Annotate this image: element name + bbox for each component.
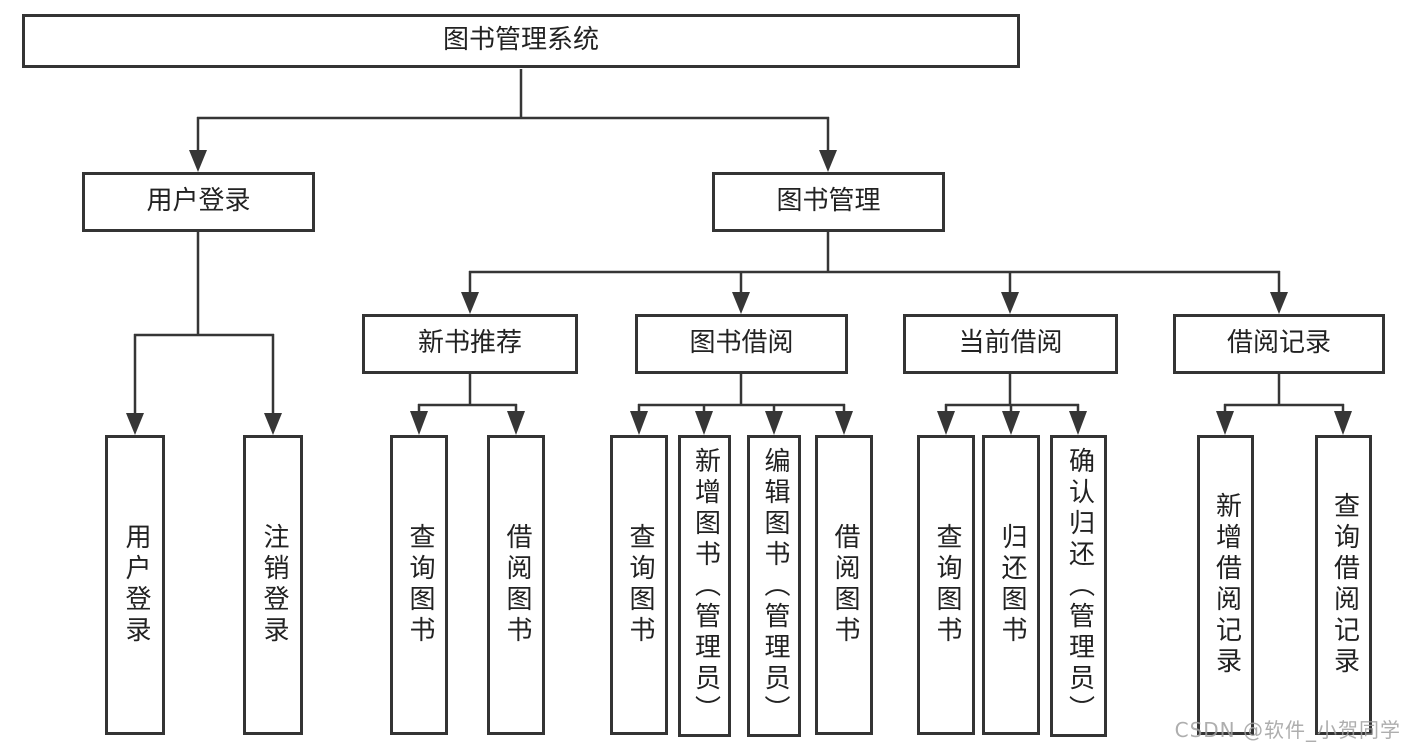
node-book-borrowing: 图书借阅 (635, 314, 848, 374)
leaf-borrow-books-1-label: 借阅图书 (501, 523, 532, 647)
leaf-borrow-books-2: 借阅图书 (815, 435, 873, 735)
leaf-edit-books-admin: 编辑图书（管理员） (747, 435, 801, 737)
leaf-borrow-books-2-label: 借阅图书 (829, 523, 860, 647)
node-borrowing-records-label: 借阅记录 (1226, 328, 1331, 359)
node-new-book-recommendation-label: 新书推荐 (417, 328, 522, 359)
leaf-query-books-3-label: 查询图书 (931, 523, 962, 647)
node-current-borrowing: 当前借阅 (903, 314, 1118, 374)
node-borrowing-records: 借阅记录 (1173, 314, 1385, 374)
node-root: 图书管理系统 (22, 14, 1020, 68)
csdn-watermark: CSDN @软件_小贺同学 (1174, 718, 1401, 742)
node-root-label: 图书管理系统 (442, 25, 599, 56)
node-book-borrowing-label: 图书借阅 (689, 328, 794, 359)
leaf-query-books-2-label: 查询图书 (624, 523, 655, 647)
node-new-book-recommendation: 新书推荐 (362, 314, 578, 374)
leaf-add-borrow-record: 新增借阅记录 (1197, 435, 1254, 735)
leaf-query-borrow-record: 查询借阅记录 (1315, 435, 1372, 735)
leaf-user-login-label: 用户登录 (120, 523, 151, 647)
leaf-edit-books-admin-label: 编辑图书（管理员） (759, 446, 790, 726)
leaf-query-borrow-record-label: 查询借阅记录 (1329, 492, 1360, 678)
node-book-management: 图书管理 (712, 172, 945, 232)
leaf-return-books: 归还图书 (982, 435, 1040, 735)
leaf-add-books-admin: 新增图书（管理员） (678, 435, 731, 737)
leaf-add-borrow-record-label: 新增借阅记录 (1211, 492, 1242, 678)
leaf-query-books-1-label: 查询图书 (404, 523, 435, 647)
leaf-user-login: 用户登录 (105, 435, 165, 735)
leaf-return-books-label: 归还图书 (996, 523, 1027, 647)
node-book-management-label: 图书管理 (776, 186, 881, 217)
node-user-login-label: 用户登录 (146, 186, 251, 217)
leaf-query-books-3: 查询图书 (917, 435, 975, 735)
leaf-logout: 注销登录 (243, 435, 303, 735)
leaf-add-books-admin-label: 新增图书（管理员） (690, 446, 721, 726)
node-user-login: 用户登录 (82, 172, 315, 232)
leaf-query-books-1: 查询图书 (390, 435, 448, 735)
node-current-borrowing-label: 当前借阅 (958, 328, 1063, 359)
leaf-confirm-return-admin-label: 确认归还（管理员） (1064, 446, 1095, 726)
leaf-confirm-return-admin: 确认归还（管理员） (1050, 435, 1107, 737)
leaf-borrow-books-1: 借阅图书 (487, 435, 545, 735)
leaf-logout-label: 注销登录 (258, 523, 289, 647)
leaf-query-books-2: 查询图书 (610, 435, 668, 735)
